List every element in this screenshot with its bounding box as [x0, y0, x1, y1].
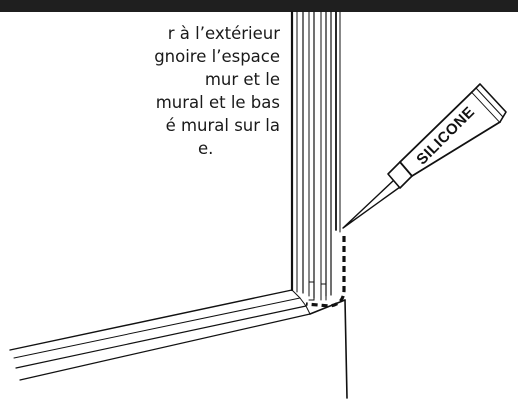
header-bar	[0, 0, 518, 12]
instruction-line: mur et le	[204, 70, 280, 89]
instruction-text: r à l’extérieur gnoire l’espace mur et l…	[0, 22, 280, 160]
silicone-bead	[305, 236, 346, 308]
instruction-line: e.	[198, 139, 214, 158]
instruction-line: é mural sur la	[165, 116, 280, 135]
instruction-line: r à l’extérieur	[167, 24, 280, 43]
instruction-line: mural et le bas	[155, 93, 280, 112]
instruction-line: gnoire l’espace	[154, 47, 280, 66]
silicone-tube-icon	[342, 83, 507, 229]
wall-profile	[290, 10, 341, 301]
bathtub-edge	[9, 289, 348, 399]
